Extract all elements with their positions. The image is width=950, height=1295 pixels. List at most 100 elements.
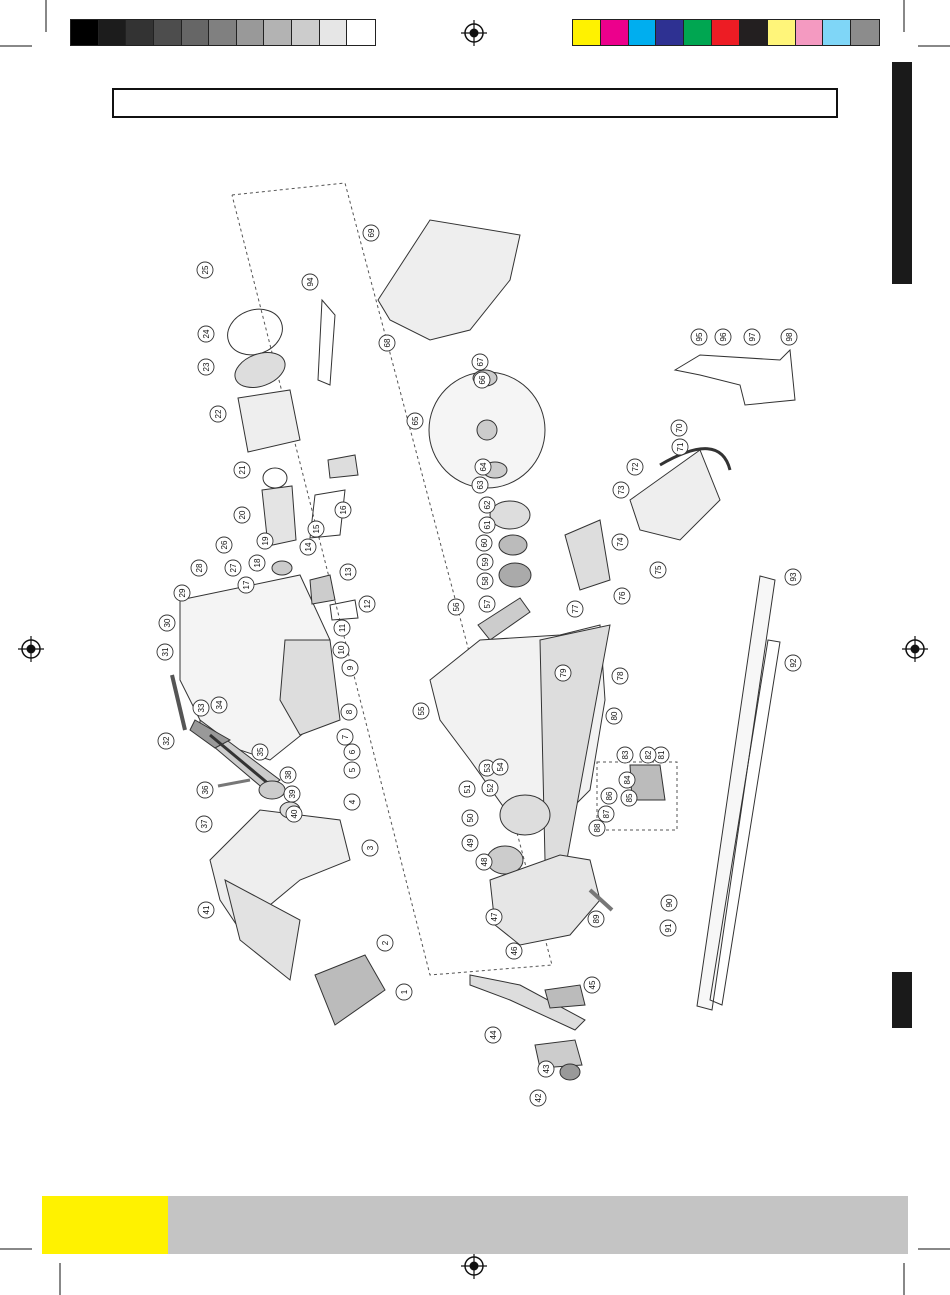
part-number: 28 bbox=[195, 563, 204, 572]
part-number: 3 bbox=[366, 845, 375, 850]
part-number: 2 bbox=[381, 940, 390, 945]
part-callout: 47 bbox=[486, 909, 502, 925]
part-number: 22 bbox=[214, 409, 223, 418]
part-number: 57 bbox=[483, 599, 492, 608]
part-number: 19 bbox=[261, 536, 270, 545]
part-callout: 32 bbox=[158, 733, 174, 749]
part-callout: 1 bbox=[396, 984, 412, 1000]
part-callout: 43 bbox=[538, 1061, 554, 1077]
part-callout: 30 bbox=[159, 615, 175, 631]
part-callout: 18 bbox=[249, 555, 265, 571]
part-number: 74 bbox=[616, 537, 625, 546]
part-callout: 83 bbox=[617, 747, 633, 763]
part-number: 84 bbox=[623, 775, 632, 784]
part-callout: 24 bbox=[198, 326, 214, 342]
part-number: 44 bbox=[489, 1030, 498, 1039]
part-number: 72 bbox=[631, 462, 640, 471]
part-callout: 56 bbox=[448, 599, 464, 615]
part-callout: 94 bbox=[302, 274, 318, 290]
part-number: 9 bbox=[346, 665, 355, 670]
part-number: 36 bbox=[201, 785, 210, 794]
part-callout: 93 bbox=[785, 569, 801, 585]
part-number: 55 bbox=[417, 706, 426, 715]
part-number: 11 bbox=[338, 623, 347, 632]
part-callout: 71 bbox=[672, 439, 688, 455]
part-number: 65 bbox=[411, 416, 420, 425]
part-callout: 27 bbox=[225, 560, 241, 576]
part-callout: 36 bbox=[197, 782, 213, 798]
part-callout: 26 bbox=[216, 537, 232, 553]
part-number: 38 bbox=[284, 770, 293, 779]
part-number: 51 bbox=[463, 784, 472, 793]
part-callout: 35 bbox=[252, 744, 268, 760]
part-callout: 62 bbox=[479, 497, 495, 513]
part-callout: 74 bbox=[612, 534, 628, 550]
part-callout: 16 bbox=[335, 502, 351, 518]
part-number: 88 bbox=[593, 823, 602, 832]
part-number: 73 bbox=[617, 485, 626, 494]
part-number: 42 bbox=[534, 1093, 543, 1102]
part-number: 25 bbox=[201, 265, 210, 274]
part-callout: 69 bbox=[363, 225, 379, 241]
part-callout: 90 bbox=[661, 895, 677, 911]
part-callout: 51 bbox=[459, 781, 475, 797]
part-number: 83 bbox=[621, 750, 630, 759]
part-number: 20 bbox=[238, 510, 247, 519]
part-callout: 85 bbox=[621, 790, 637, 806]
part-number: 1 bbox=[400, 989, 409, 994]
part-callout: 28 bbox=[191, 560, 207, 576]
part-callout: 50 bbox=[462, 810, 478, 826]
part-callout: 88 bbox=[589, 820, 605, 836]
part-number: 13 bbox=[344, 567, 353, 576]
part-callout: 77 bbox=[567, 601, 583, 617]
part-callout: 54 bbox=[492, 759, 508, 775]
part-number: 82 bbox=[644, 750, 653, 759]
part-number: 70 bbox=[675, 423, 684, 432]
part-callout: 29 bbox=[174, 585, 190, 601]
part-callout: 3 bbox=[362, 840, 378, 856]
part-number: 24 bbox=[202, 329, 211, 338]
part-callout: 98 bbox=[781, 329, 797, 345]
part-callout: 86 bbox=[601, 788, 617, 804]
part-callout: 92 bbox=[785, 655, 801, 671]
part-callout: 97 bbox=[744, 329, 760, 345]
part-number: 54 bbox=[496, 762, 505, 771]
part-callout: 33 bbox=[193, 700, 209, 716]
part-number: 12 bbox=[363, 599, 372, 608]
part-number: 76 bbox=[618, 591, 627, 600]
part-number: 77 bbox=[571, 604, 580, 613]
part-callout: 22 bbox=[210, 406, 226, 422]
part-number: 50 bbox=[466, 813, 475, 822]
part-number: 32 bbox=[162, 736, 171, 745]
part-callout: 60 bbox=[476, 535, 492, 551]
part-number: 16 bbox=[339, 505, 348, 514]
part-callout: 12 bbox=[359, 596, 375, 612]
part-callout: 72 bbox=[627, 459, 643, 475]
part-callout: 73 bbox=[613, 482, 629, 498]
part-number: 91 bbox=[664, 923, 673, 932]
part-callout: 8 bbox=[341, 704, 357, 720]
part-callout: 96 bbox=[715, 329, 731, 345]
part-callout: 37 bbox=[196, 816, 212, 832]
part-callout: 11 bbox=[334, 620, 350, 636]
part-callout: 87 bbox=[598, 806, 614, 822]
part-number: 62 bbox=[483, 500, 492, 509]
part-callout: 10 bbox=[333, 642, 349, 658]
part-number: 97 bbox=[748, 332, 757, 341]
part-number: 93 bbox=[789, 572, 798, 581]
part-number: 45 bbox=[588, 980, 597, 989]
part-number: 17 bbox=[242, 580, 251, 589]
part-callout: 57 bbox=[479, 596, 495, 612]
part-callout: 9 bbox=[342, 660, 358, 676]
part-number: 75 bbox=[654, 565, 663, 574]
part-callout: 15 bbox=[308, 521, 324, 537]
part-number: 41 bbox=[202, 905, 211, 914]
part-number: 61 bbox=[483, 520, 492, 529]
part-number: 40 bbox=[290, 809, 299, 818]
part-number: 5 bbox=[348, 767, 357, 772]
part-number: 31 bbox=[161, 647, 170, 656]
part-callout: 34 bbox=[211, 697, 227, 713]
part-callout: 49 bbox=[462, 835, 478, 851]
part-number: 4 bbox=[348, 799, 357, 804]
